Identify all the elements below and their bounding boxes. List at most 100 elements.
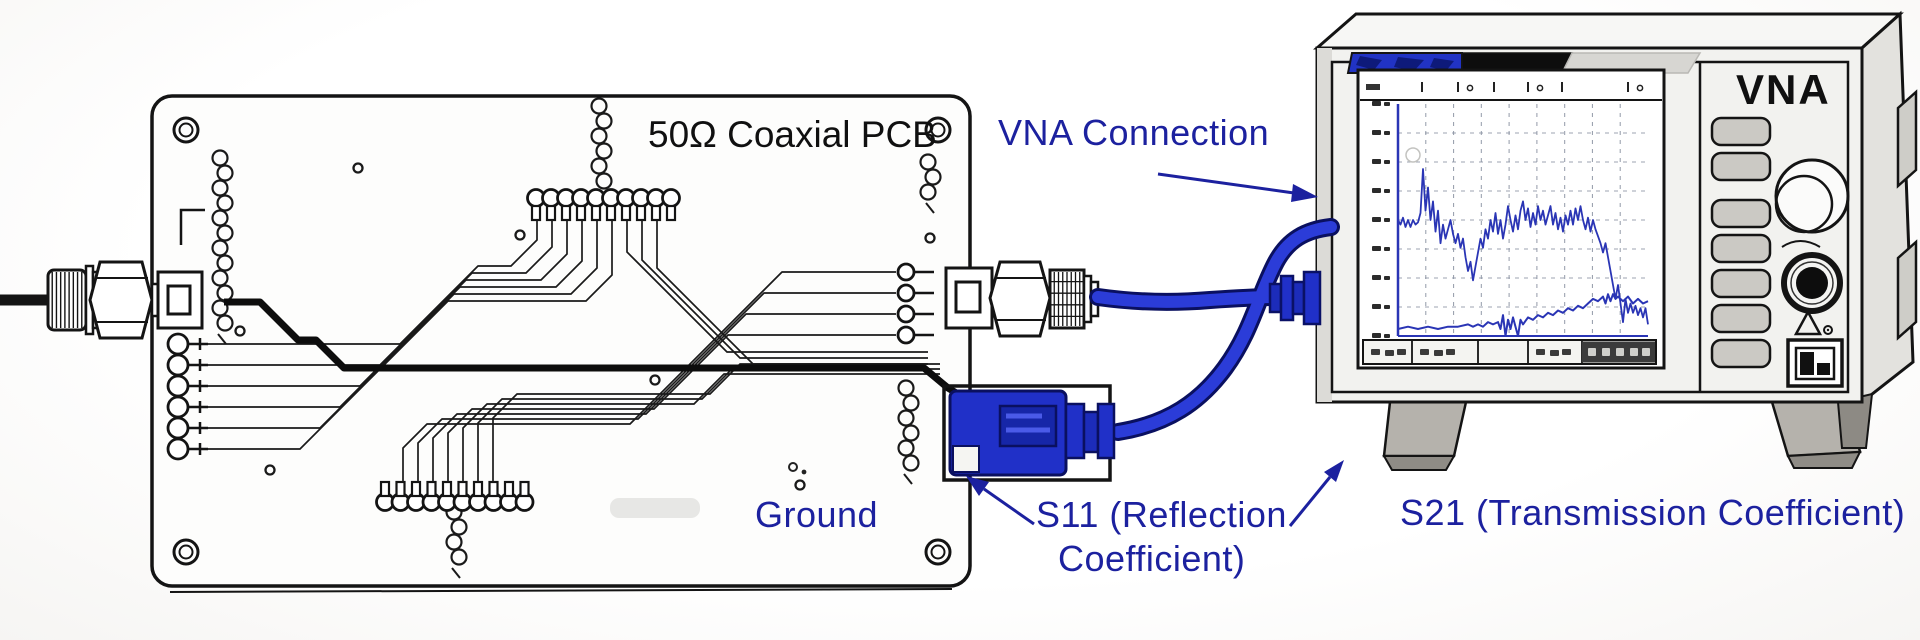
y-tick-glyph [1384, 160, 1390, 164]
pcb-trace [208, 220, 538, 345]
warning-triangle-icon [1793, 309, 1833, 336]
status-glyph [1371, 349, 1380, 355]
cable-s11 [1112, 221, 1337, 438]
pcb-trace [462, 373, 940, 482]
pcb-pad [166, 395, 190, 419]
coil-tail [925, 202, 935, 214]
vna-port-barrel-connector [1268, 270, 1322, 326]
coil-loop [216, 164, 234, 182]
header-glyph [1366, 84, 1380, 90]
coil-loop [924, 168, 942, 186]
vna-side-handle-bottom [1896, 239, 1918, 341]
coil-loop [897, 379, 915, 397]
vna-strip-blue-texture [1356, 56, 1454, 71]
pad-stem [457, 480, 468, 498]
pcb-mounting-holes [172, 116, 952, 566]
pcb-trace [417, 292, 896, 482]
y-tick-glyph [1372, 130, 1381, 135]
pad-stem [665, 204, 677, 222]
pcb-vias [234, 162, 936, 491]
pcb-via [234, 325, 246, 337]
pcb-title-label: 50Ω Coaxial PCB [648, 114, 937, 155]
y-tick-glyph [1372, 188, 1381, 193]
pcb-trace [208, 220, 613, 450]
pad-stem [441, 480, 453, 498]
y-tick-glyph [1384, 247, 1390, 251]
s11-connector-nut2 [1082, 410, 1100, 454]
s11-label-line1: S11 (Reflection [1036, 494, 1287, 535]
pcb-pad [896, 262, 916, 282]
pcb-pad [166, 374, 190, 398]
status-glyph [1385, 350, 1394, 356]
coil-loop [919, 183, 937, 201]
coil-loop [450, 518, 468, 536]
pcb-board [150, 94, 972, 593]
status-glyph [1562, 349, 1571, 355]
coil-loop [595, 172, 613, 190]
y-tick-glyph [1384, 334, 1390, 338]
y-tick-glyph [1372, 101, 1381, 106]
coil-loop [211, 239, 229, 257]
pcb-edge-shadow [169, 588, 953, 593]
pcb-pad [896, 304, 916, 324]
right-sma-connector [944, 260, 1100, 338]
cable-s21 [1092, 291, 1280, 308]
y-tick-glyph [1384, 189, 1390, 193]
vna-foot-left [1382, 400, 1468, 458]
pad-stem [488, 480, 499, 498]
y-tick-glyph [1372, 275, 1381, 280]
status-glyph [1588, 348, 1596, 356]
vna-softkey-column [1710, 116, 1772, 369]
y-tick-glyph [1384, 305, 1390, 309]
status-glyph [1616, 348, 1624, 356]
coil-loop [902, 394, 920, 412]
y-tick-glyph [1384, 131, 1390, 135]
coil-loop [902, 454, 920, 472]
pcb-trace [447, 334, 896, 482]
vna-instrument [1312, 10, 1918, 471]
pcb-via [794, 479, 806, 491]
pad-stem [620, 204, 632, 222]
vna-top-face [1312, 12, 1904, 50]
pcb-pad [166, 437, 190, 461]
header-glyph [1536, 84, 1544, 92]
y-tick-glyph [1372, 304, 1381, 309]
pcb-via [649, 374, 661, 386]
vna-softkey-button [1710, 116, 1772, 147]
s11-arrow [966, 476, 1035, 526]
vna-large-knob [1774, 158, 1850, 234]
vna-softkey-button [1710, 303, 1772, 334]
pcb-coil-squiggles [211, 97, 942, 579]
status-glyph [1446, 349, 1455, 355]
pad-stem [605, 204, 617, 222]
screen-status-bar [1362, 339, 1657, 365]
screen-ghost-mark [1405, 147, 1421, 163]
status-glyph [1434, 350, 1443, 356]
annotation-arrows [966, 172, 1344, 527]
ground-label: Ground [755, 494, 879, 535]
coil-loop [216, 194, 234, 212]
coil-tail [451, 567, 461, 579]
s11-label-line2: Coefficient) [1058, 538, 1246, 579]
pad-stem [635, 204, 647, 222]
pad-stem [519, 480, 530, 498]
coil-loop [897, 439, 915, 457]
vna-softkey-button [1710, 198, 1772, 229]
coil-loop [590, 97, 608, 115]
pcb-pad [896, 325, 916, 345]
pad-stem [545, 204, 557, 222]
pcb-trace [208, 220, 583, 408]
pad-stem [575, 204, 587, 222]
coil-loop [590, 157, 608, 175]
pcb-trace [402, 271, 896, 482]
pad-stem [503, 480, 515, 498]
vna-foot-left-pad [1382, 455, 1456, 471]
y-tick-glyph [1372, 217, 1381, 222]
vna-softkey-button [1710, 151, 1772, 182]
screen-trace-s21 [1397, 168, 1649, 325]
left-sma-connector [0, 260, 204, 340]
pcb-smudge [610, 498, 700, 518]
pcb-silkscreen-notch [179, 208, 205, 245]
coil-loop [897, 409, 915, 427]
pcb-via [924, 232, 936, 244]
